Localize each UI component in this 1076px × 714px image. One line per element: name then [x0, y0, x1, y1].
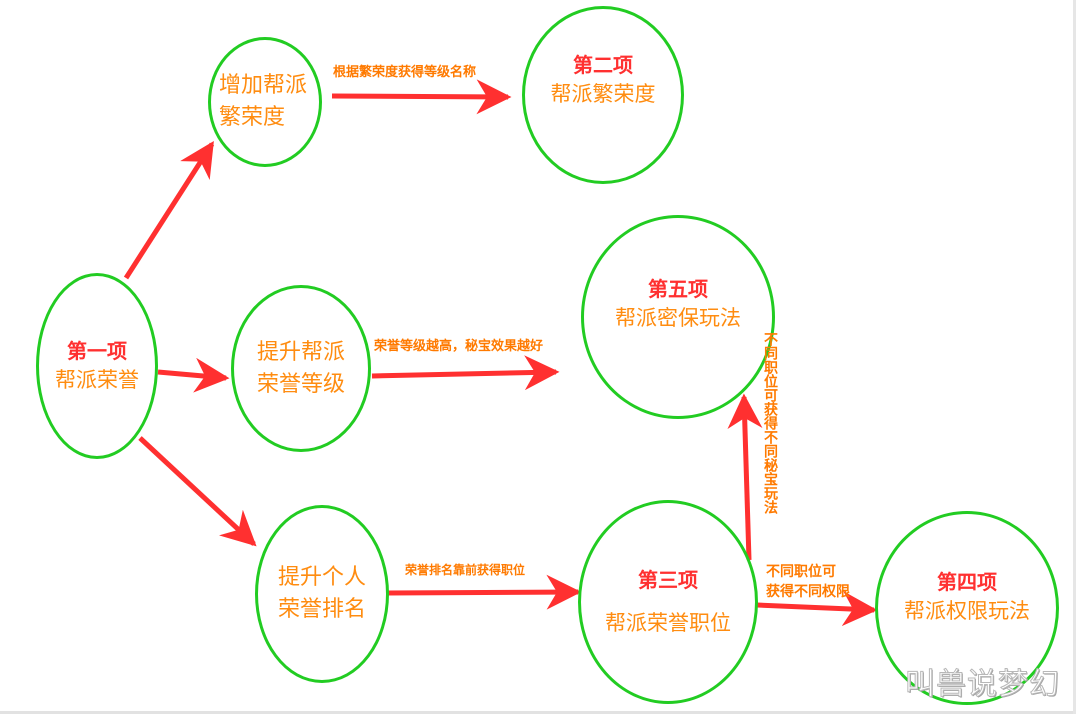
node-raise-honor-level[interactable]: 提升帮派 荣誉等级: [231, 285, 371, 452]
arrow-item1-to-personal-rank: [138, 436, 257, 547]
node-raise-personal-rank-line1: 提升个人: [277, 565, 366, 590]
node-item1-title: 第一项: [67, 339, 127, 363]
node-raise-honor-level-line1: 提升帮派: [256, 339, 345, 365]
edge-label-prosperity-to-item2: 根据繁荣度获得等级名称: [333, 65, 477, 80]
node-item3-text: 帮派荣誉职位: [605, 611, 731, 635]
node-item1-text: 帮派荣誉: [55, 368, 139, 392]
right-border: [1073, 0, 1076, 714]
edge-label-honor-level-to-item5: 荣誉等级越高，秘宝效果越好: [374, 339, 544, 354]
node-raise-personal-rank-line2: 荣誉排名: [277, 597, 366, 622]
arrow-prosperity-to-item2: [331, 79, 512, 115]
node-item2-guild-prosperity[interactable]: 第二项 帮派繁荣度: [522, 6, 684, 184]
node-item4-text: 帮派权限玩法: [904, 599, 1030, 623]
edge-label-item3-to-item4-line2: 获得不同权限: [766, 584, 850, 600]
arrow-item3-to-item5: [727, 393, 763, 561]
arrow-honor-level-to-item5: [371, 355, 560, 391]
node-item4-guild-permissions[interactable]: 第四项 帮派权限玩法: [875, 511, 1059, 705]
node-item3-title: 第三项: [638, 568, 698, 592]
edge-label-item3-to-item4-line1: 不同职位可: [766, 564, 836, 580]
node-item2-text: 帮派繁荣度: [550, 82, 656, 106]
node-raise-personal-rank[interactable]: 提升个人 荣誉排名: [255, 505, 389, 683]
node-increase-prosperity-line1: 增加帮派: [219, 73, 308, 98]
edge-label-item3-to-item5: 不同职位可获得不同秘宝玩法: [762, 332, 778, 514]
node-item3-guild-position[interactable]: 第三项 帮派荣誉职位: [578, 500, 758, 704]
node-item1-guild-honor[interactable]: 第一项 帮派荣誉: [36, 273, 158, 459]
node-item5-text: 帮派密保玩法: [615, 306, 741, 330]
arrow-item1-to-honor-level: [157, 357, 230, 393]
node-raise-honor-level-line2: 荣誉等级: [256, 371, 345, 397]
node-item4-title: 第四项: [937, 570, 997, 594]
node-increase-prosperity-line2: 繁荣度: [219, 105, 286, 130]
watermark: 叫兽说梦幻: [905, 667, 1060, 703]
arrow-item3-to-item4: [756, 591, 878, 627]
node-item5-title: 第五项: [648, 277, 708, 301]
edge-label-rank-to-item3: 荣誉排名靠前获得职位: [405, 563, 526, 577]
edge-label-item3-to-item4: 不同职位可 获得不同权限: [766, 562, 886, 602]
node-increase-prosperity[interactable]: 增加帮派 繁荣度: [208, 37, 322, 167]
node-item2-title: 第二项: [573, 53, 633, 77]
bottom-border: [0, 711, 1076, 714]
arrow-item1-to-prosperity: [123, 141, 215, 280]
arrow-rank-to-item3: [387, 574, 582, 610]
node-item5-guild-treasure[interactable]: 第五项 帮派密保玩法: [581, 215, 775, 419]
